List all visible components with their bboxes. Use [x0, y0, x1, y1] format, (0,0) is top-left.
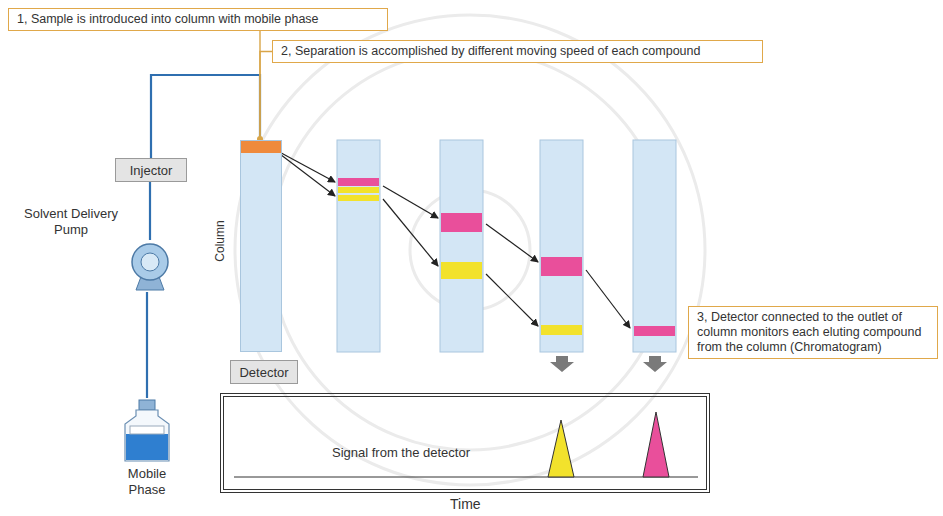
injector-box: Injector — [115, 158, 187, 182]
compound-band — [338, 178, 675, 336]
node-label: Mobile Phase — [114, 466, 180, 498]
column-tube — [337, 140, 676, 352]
tubing — [146, 292, 148, 398]
callout-text: 2, Separation is accomplished by differe… — [281, 44, 700, 58]
peak-pink — [643, 412, 669, 477]
callout-box: 2, Separation is accomplished by differe… — [272, 40, 763, 63]
pump: Solvent Delivery Pump — [128, 240, 172, 292]
mobile-phase-bottle: Mobile Phase — [122, 398, 172, 464]
peak-yellow — [548, 420, 574, 477]
baseline — [234, 477, 698, 478]
detector-box: Detector — [230, 360, 298, 384]
leader-line — [260, 52, 272, 141]
chromatogram-box: Signal from the detector — [220, 393, 710, 493]
node-label: Signal from the detector — [332, 445, 470, 461]
bottle-symbol — [122, 398, 172, 464]
watermark-seal — [235, 15, 705, 485]
column: Column — [240, 140, 282, 352]
callout-box: 1, Sample is introduced into column with… — [8, 8, 388, 31]
sample-band — [241, 141, 281, 153]
callout-text: 1, Sample is introduced into column with… — [17, 12, 319, 26]
eluting-arrow — [550, 356, 667, 372]
movement-arrow — [272, 148, 630, 328]
callout-text: 3, Detector connected to the outlet of c… — [697, 310, 921, 354]
node-label: Column — [212, 216, 228, 266]
node-label: Detector — [239, 365, 288, 380]
callout-box: 3, Detector connected to the outlet of c… — [688, 306, 938, 359]
node-label: Solvent Delivery Pump — [16, 206, 126, 238]
tubing — [149, 182, 151, 240]
pump-symbol — [128, 240, 172, 292]
node-label: Injector — [130, 163, 173, 178]
axis-label: Time — [450, 496, 481, 512]
